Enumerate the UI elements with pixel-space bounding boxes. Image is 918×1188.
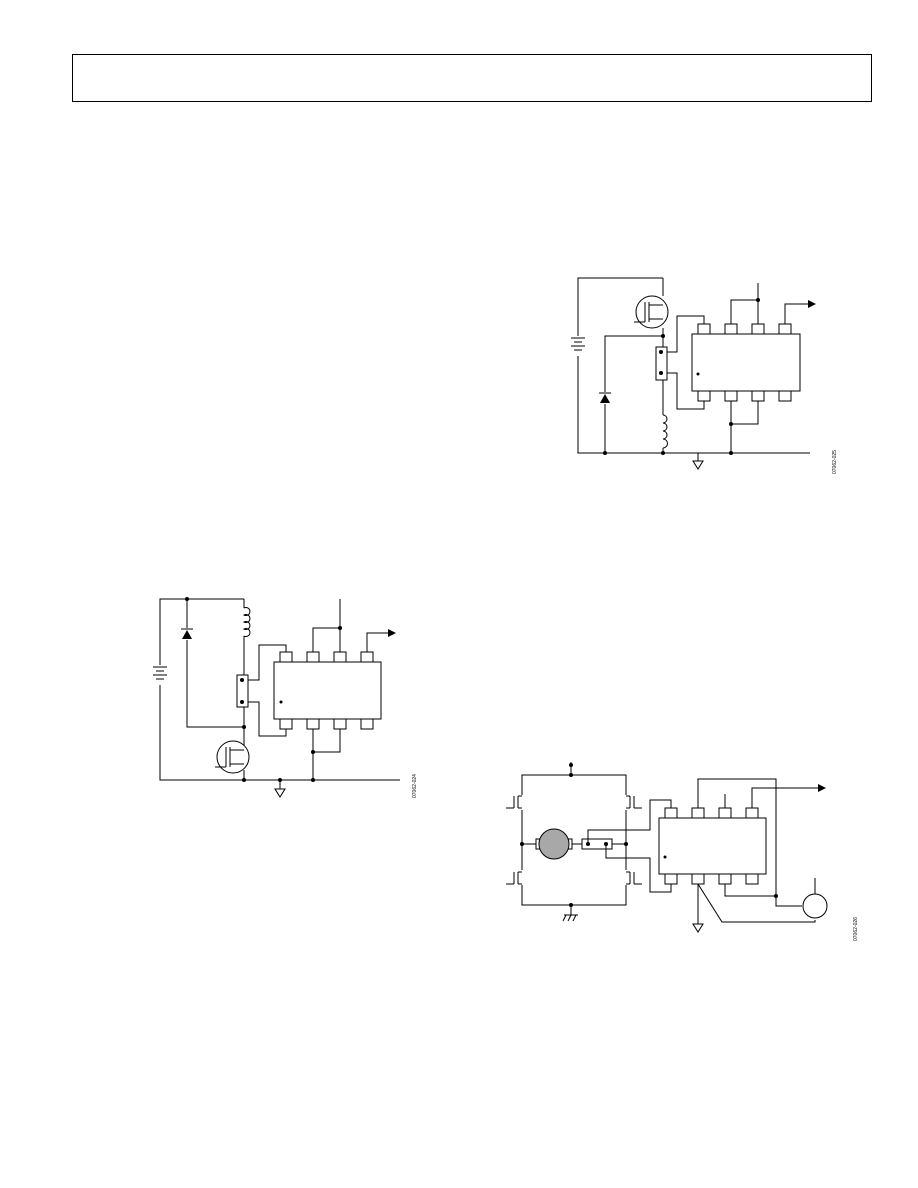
motor-icon <box>535 828 573 860</box>
connector-icon <box>581 838 613 850</box>
page-header-box <box>72 54 872 102</box>
buck-converter-schematic: 07062-025 <box>571 277 838 474</box>
arrow-icon <box>808 300 816 308</box>
ic-wiring <box>667 283 808 453</box>
ic-chip <box>658 807 767 885</box>
junction-dots <box>603 298 760 455</box>
ic-chip <box>273 651 382 730</box>
supply-wires <box>159 598 400 781</box>
connector-icon <box>236 674 249 708</box>
ground-icon <box>274 780 286 798</box>
ic-chip <box>691 323 801 402</box>
battery-icon <box>153 666 167 680</box>
ground-icon <box>692 453 704 470</box>
h-bridge-motor-schematic: 07062-026 <box>506 762 859 941</box>
diode-icon <box>181 628 193 639</box>
chassis-ground-icon <box>562 914 578 922</box>
supply-wires <box>577 277 810 454</box>
ic-wiring <box>248 599 388 780</box>
sensor-circle <box>802 878 828 919</box>
figure-code-buck: 07062-025 <box>832 450 838 474</box>
ic-wiring <box>587 778 818 923</box>
junction-dots <box>185 597 342 782</box>
figure-code-boost: 07062-024 <box>412 774 418 798</box>
boost-converter-schematic: 07062-024 <box>153 597 418 798</box>
inductor-icon <box>242 607 251 637</box>
mosfet-icon <box>634 295 669 329</box>
ground-icon <box>692 918 704 933</box>
inductor-icon <box>662 414 668 449</box>
mosfet-icon <box>215 740 250 774</box>
battery-icon <box>571 337 585 351</box>
figure-code-hbridge: 07062-026 <box>853 917 859 941</box>
junction-dots <box>520 763 778 907</box>
connector-icon <box>655 346 668 381</box>
mosfet-icon <box>506 795 642 885</box>
diode-icon <box>599 392 611 403</box>
arrow-icon <box>388 629 396 637</box>
arrow-icon <box>818 784 826 792</box>
